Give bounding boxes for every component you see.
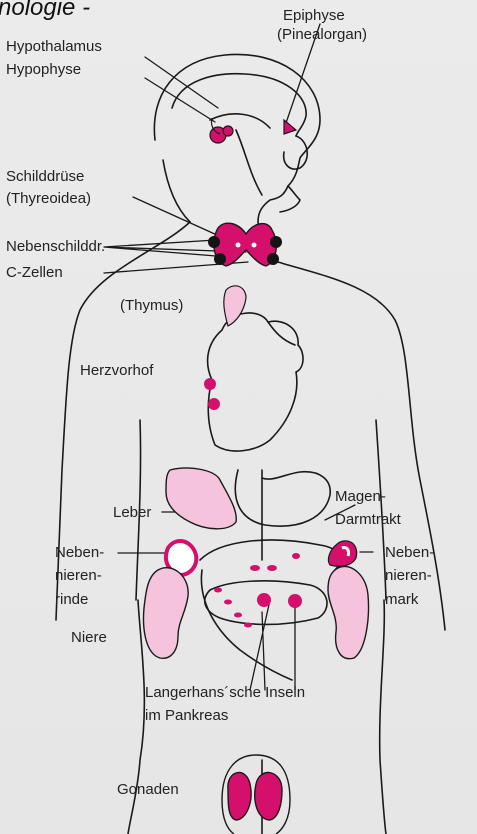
hip-left bbox=[127, 599, 146, 834]
label-pankreas: im Pankreas bbox=[145, 707, 229, 724]
thyroid-gland bbox=[208, 222, 282, 267]
label-nebennierenmark-3: mark bbox=[385, 591, 419, 608]
face-profile bbox=[279, 185, 301, 213]
pituitary-gland bbox=[209, 117, 234, 144]
stomach-outline bbox=[234, 469, 331, 527]
inner-brain-line bbox=[209, 113, 271, 129]
label-magen: Magen- bbox=[335, 488, 386, 505]
torso-right bbox=[277, 261, 446, 631]
head-outline bbox=[153, 53, 321, 223]
heart-atrium-glands bbox=[204, 378, 220, 410]
label-thymus: (Thymus) bbox=[120, 297, 184, 314]
hip-right bbox=[378, 599, 387, 834]
label-c-zellen: C-Zellen bbox=[6, 264, 63, 281]
arm-inner-left bbox=[135, 419, 142, 601]
label-nebennierenrinde-3: rinde bbox=[55, 591, 89, 608]
pancreas-outline bbox=[204, 580, 328, 626]
label-nebennierenmark-2: nieren- bbox=[385, 567, 432, 584]
page-title: nologie - bbox=[0, 0, 91, 21]
label-darmtrakt: Darmtrakt bbox=[335, 511, 401, 528]
label-herzvorhof: Herzvorhof bbox=[80, 362, 154, 379]
heart-outline bbox=[206, 312, 304, 452]
label-gonaden: Gonaden bbox=[117, 781, 179, 798]
brainstem bbox=[235, 129, 263, 196]
brain-outline bbox=[171, 72, 307, 137]
label-pinealorgan: (Pinealorgan) bbox=[277, 26, 368, 43]
label-schilddruese: Schilddrüse bbox=[6, 168, 85, 185]
neck-left bbox=[162, 159, 191, 223]
heart-vessel bbox=[267, 321, 296, 346]
label-leber: Leber bbox=[113, 504, 152, 521]
label-nebenschilddr: Nebenschilddr. bbox=[6, 238, 106, 255]
label-hypothalamus: Hypothalamus bbox=[6, 38, 102, 55]
torso-left bbox=[55, 221, 191, 621]
cerebellum-outline bbox=[282, 135, 308, 170]
liver bbox=[165, 467, 237, 530]
label-nebennierenrinde-1: Neben- bbox=[55, 544, 105, 561]
duodenum-outline bbox=[200, 569, 293, 681]
label-niere: Niere bbox=[71, 629, 107, 646]
label-langerhans: Langerhans´sche Inseln bbox=[145, 684, 306, 701]
label-epiphyse: Epiphyse bbox=[283, 7, 345, 24]
thymus-gland bbox=[223, 285, 247, 327]
kidney-left bbox=[142, 567, 189, 659]
label-nebennierenmark-1: Neben- bbox=[385, 544, 435, 561]
adrenal-right bbox=[327, 540, 358, 567]
label-nebennierenrinde-2: nieren- bbox=[55, 567, 102, 584]
langerhans-islets bbox=[214, 553, 302, 628]
label-hypophyse: Hypophyse bbox=[6, 61, 82, 78]
pineal-gland bbox=[283, 118, 298, 135]
arm-inner-right bbox=[375, 419, 387, 601]
adrenal-left bbox=[163, 538, 199, 578]
kidney-right bbox=[327, 565, 370, 660]
gonads bbox=[221, 754, 291, 834]
label-thyreoidea: (Thyreoidea) bbox=[6, 190, 92, 207]
